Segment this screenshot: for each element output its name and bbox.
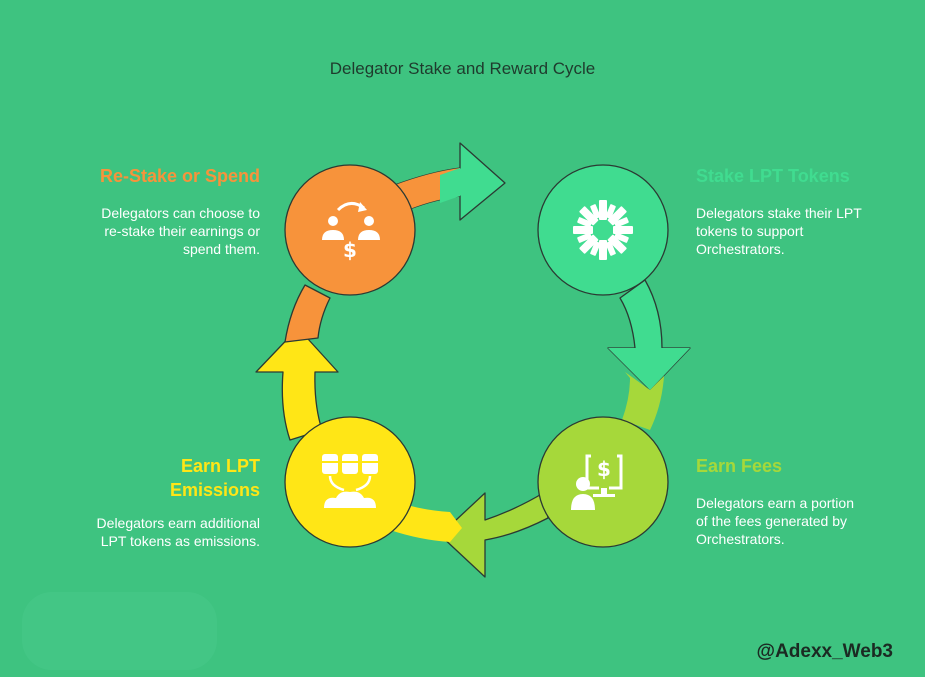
step-description-stake: Delegators stake their LPT tokens to sup… bbox=[696, 204, 916, 258]
node-stake bbox=[537, 164, 669, 296]
blurred-area bbox=[22, 592, 217, 670]
arrow-fees-segment bbox=[622, 372, 664, 430]
starburst-icon bbox=[573, 200, 633, 260]
person-monitor-dollar-icon: $ bbox=[571, 454, 623, 510]
arrow-restake-segment bbox=[284, 284, 331, 343]
step-description-restake: Delegators can choose to re-stake their … bbox=[40, 204, 260, 258]
node-fees bbox=[537, 416, 669, 548]
description-line: Orchestrators. bbox=[696, 531, 785, 547]
step-heading-emissions: Earn LPT Emissions bbox=[60, 454, 260, 502]
svg-text:$: $ bbox=[343, 238, 357, 262]
description-line: tokens to support bbox=[696, 223, 804, 239]
description-line: LPT tokens as emissions. bbox=[100, 533, 260, 549]
node-restake bbox=[284, 164, 416, 296]
step-heading-fees: Earn Fees bbox=[696, 456, 783, 476]
step-description-emissions: Delegators earn additional LPT tokens as… bbox=[40, 514, 260, 550]
step-description-fees: Delegators earn a portion of the fees ge… bbox=[696, 494, 916, 548]
description-line: Delegators can choose to bbox=[101, 205, 260, 221]
heading-line: Emissions bbox=[169, 480, 260, 500]
description-line: Delegators earn a portion bbox=[696, 495, 854, 511]
arrow-fees-to-emissions bbox=[439, 491, 549, 578]
step-heading-stake: Stake LPT Tokens bbox=[696, 166, 850, 186]
description-line: spend them. bbox=[182, 241, 260, 257]
people-exchange-dollar-icon: $ bbox=[322, 202, 380, 262]
description-line: Delegators earn additional bbox=[96, 515, 260, 531]
heading-line: Earn LPT bbox=[180, 456, 260, 476]
description-line: of the fees generated by bbox=[696, 513, 847, 529]
watermark: @Adexx_Web3 bbox=[756, 641, 893, 662]
diagram-title: Delegator Stake and Reward Cycle bbox=[329, 59, 596, 78]
description-line: Delegators stake their LPT bbox=[696, 205, 862, 221]
description-line: Orchestrators. bbox=[696, 241, 785, 257]
svg-text:$: $ bbox=[597, 457, 611, 481]
token-stacks-icon bbox=[322, 454, 378, 508]
node-emissions bbox=[284, 416, 416, 548]
step-heading-restake: Re-Stake or Spend bbox=[99, 166, 260, 186]
description-line: re-stake their earnings or bbox=[104, 223, 260, 239]
